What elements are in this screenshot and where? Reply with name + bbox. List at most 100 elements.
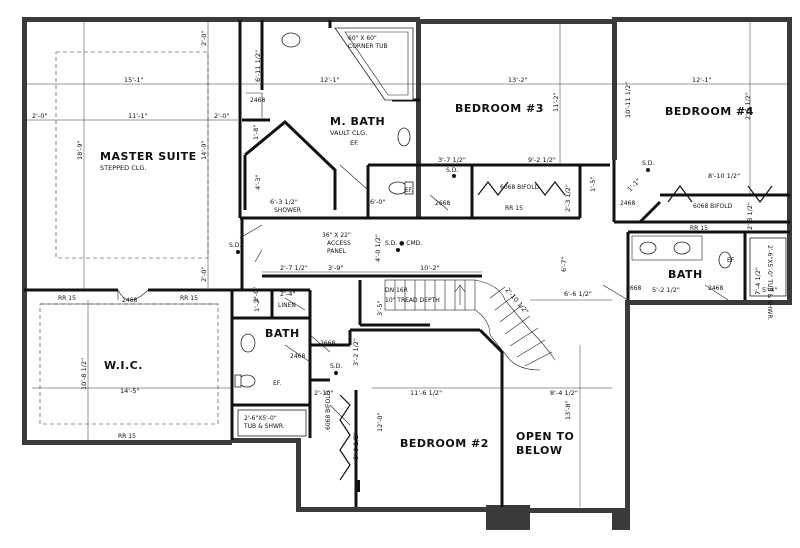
dim-otb-w: 8'-4 1/2" xyxy=(550,389,578,397)
smoke-detector: S.D. xyxy=(330,363,342,370)
dim-bath-r-w: 5'-2 1/2" xyxy=(652,286,680,294)
stairs-tread-note: 10" TREAD DEPTH xyxy=(385,297,440,304)
plan-notes: 60" X 60" CORNER TUB SHOWER 36" X 22" AC… xyxy=(58,35,773,440)
room-labels: MASTER SUITE STEPPED CLG. M. BATH VAULT … xyxy=(100,102,753,457)
sd-cmd-note: S.D. ● CMD. xyxy=(385,240,422,247)
sink-icon xyxy=(240,333,256,353)
smoke-detector: S.D. xyxy=(229,242,241,249)
rod-shelf: RR 15 xyxy=(690,225,708,232)
door-size: 2468 xyxy=(620,200,635,207)
bifold-b4: 6068 BIFOLD xyxy=(693,203,733,210)
bifold-doors xyxy=(339,181,773,481)
sink-icon xyxy=(281,32,301,48)
dim-hall-right-v: 6'-7" xyxy=(560,257,568,272)
m-bath-label: M. BATH xyxy=(330,115,385,128)
dim-stair-v: 3'-5" xyxy=(376,301,384,316)
dim-b4-width: 12'-1" xyxy=(692,76,712,84)
dim-small-1: 1'-0" xyxy=(252,287,260,302)
bathtub-icon xyxy=(749,237,787,297)
stairs-dn-note: DN 16R xyxy=(385,287,408,294)
dim-linen-h: 1'-2" xyxy=(253,297,261,312)
dim-hall-3: 10'-2" xyxy=(420,264,440,272)
dim-mb-h2: 4'-3" xyxy=(254,175,262,190)
door-size: 2668 xyxy=(626,285,641,292)
dim-wic-h: 10'-8 1/2" xyxy=(80,358,88,390)
dim-hall-v: 4'-0 1/2" xyxy=(374,234,382,262)
master-suite-label: MASTER SUITE xyxy=(100,150,197,163)
dim-bath-r-w2: 5'-4" xyxy=(762,286,777,294)
wic-label: W.I.C. xyxy=(104,359,143,372)
dim-b4-h1: 10'-11 1/2" xyxy=(624,82,632,118)
bathtub-icon xyxy=(237,409,307,437)
tub-shower-center: 2'-6"X5'-0" xyxy=(244,415,277,422)
bath-center-label: BATH xyxy=(265,327,300,340)
bedroom3-label: BEDROOM #3 xyxy=(455,102,544,115)
dim-small-3: 1'-1" xyxy=(626,177,643,194)
dim-ms-left: 2'-0" xyxy=(32,112,47,120)
dim-b3-closet-1: 3'-7 1/2" xyxy=(438,156,466,164)
dim-ms-height-r: 14'-9" xyxy=(200,140,208,160)
dim-bath-r-h: 7'-4 1/2" xyxy=(754,267,762,295)
dim-small-2: 1'-5" xyxy=(589,177,597,192)
door-size: 2468 xyxy=(250,97,265,104)
dim-linen-w: 2'-4" xyxy=(280,290,295,298)
linen-note: LINEN xyxy=(278,302,296,309)
doors xyxy=(117,92,729,426)
door-size: 2668 xyxy=(435,200,450,207)
rod-shelf: RR 15 xyxy=(58,295,76,302)
bifold-b2: 6068 BIFOLD xyxy=(325,390,332,430)
tub-shower-center-2: TUB & SHWR. xyxy=(243,423,285,430)
door-size: 2468 xyxy=(290,353,305,360)
dim-b2-height: 12'-0" xyxy=(376,412,384,432)
dim-ms-height: 18'-9" xyxy=(76,140,84,160)
rod-shelf: RR 15 xyxy=(180,295,198,302)
open-to-below-line1: OPEN TO xyxy=(516,430,574,443)
door-size: 2668 xyxy=(320,340,335,347)
dim-b3-closet-2: 9'-2 1/2" xyxy=(528,156,556,164)
dim-b4-closet-h: 2'-3 1/2" xyxy=(746,202,754,230)
sink-icon xyxy=(397,127,411,147)
toilet-icon xyxy=(718,251,732,269)
dim-b3-closet-h: 2'-3 1/2" xyxy=(564,184,572,212)
interior-walls xyxy=(24,20,790,507)
dim-mb-h3: 6'-0" xyxy=(370,198,385,206)
access-panel-1: 36" X 22" xyxy=(322,232,351,239)
access-panel-2: ACCESS xyxy=(327,240,351,247)
dim-hall-2: 3'-9" xyxy=(328,264,343,272)
fixtures xyxy=(234,27,787,437)
dim-b2-closet-h: 8'-9 1/2" xyxy=(352,432,360,460)
staircase xyxy=(384,279,556,371)
dimension-labels: 15'-1" 11'-1" 2'-0" 2'-0" 18'-9" 14'-9" … xyxy=(32,31,777,460)
dim-ms-width-mid: 11'-1" xyxy=(128,112,148,120)
exhaust-fan: EF. xyxy=(273,380,281,387)
corner-tub-note-2: CORNER TUB xyxy=(348,43,388,50)
dimension-lines xyxy=(26,22,790,507)
tub-shower-right: 2'-6"X5'-0" TUB & SHWR. xyxy=(766,245,773,320)
exhaust-fan: EF. xyxy=(405,187,413,194)
exterior-walls xyxy=(22,17,792,530)
exhaust-fan: EF. xyxy=(727,257,735,264)
dim-b4-h2: 2'-5 1/2" xyxy=(744,92,752,120)
post-marker xyxy=(356,480,360,492)
door-size: 2468 xyxy=(122,297,137,304)
dim-ms-width-top: 15'-1" xyxy=(124,76,144,84)
dim-ms-right: 2'-0" xyxy=(214,112,229,120)
detector-marks xyxy=(236,168,650,375)
door-size: 2468 xyxy=(708,285,723,292)
shower-note: SHOWER xyxy=(274,207,301,214)
dim-b4-closet: 8'-10 1/2" xyxy=(708,172,740,180)
dim-b2-width: 11'-6 1/2" xyxy=(410,389,442,397)
sink-icon xyxy=(639,241,657,255)
m-bath-ef: EF. xyxy=(350,139,359,147)
dim-b2-closet-w: 2'-10" xyxy=(314,389,334,397)
m-bath-ceiling: VAULT CLG. xyxy=(330,129,367,137)
dim-ms-bot-r: 2'-0" xyxy=(200,267,208,282)
sink-icon xyxy=(673,241,691,255)
smoke-detector: S.D. xyxy=(642,160,654,167)
dim-otb-h: 13'-8" xyxy=(564,400,572,420)
dim-mb-width: 12'-1" xyxy=(320,76,340,84)
dim-b3-width: 13'-2" xyxy=(508,76,528,84)
dim-b2-left: 3'-2 1/2" xyxy=(352,338,360,366)
dim-hall-1: 2'-7 1/2" xyxy=(280,264,308,272)
